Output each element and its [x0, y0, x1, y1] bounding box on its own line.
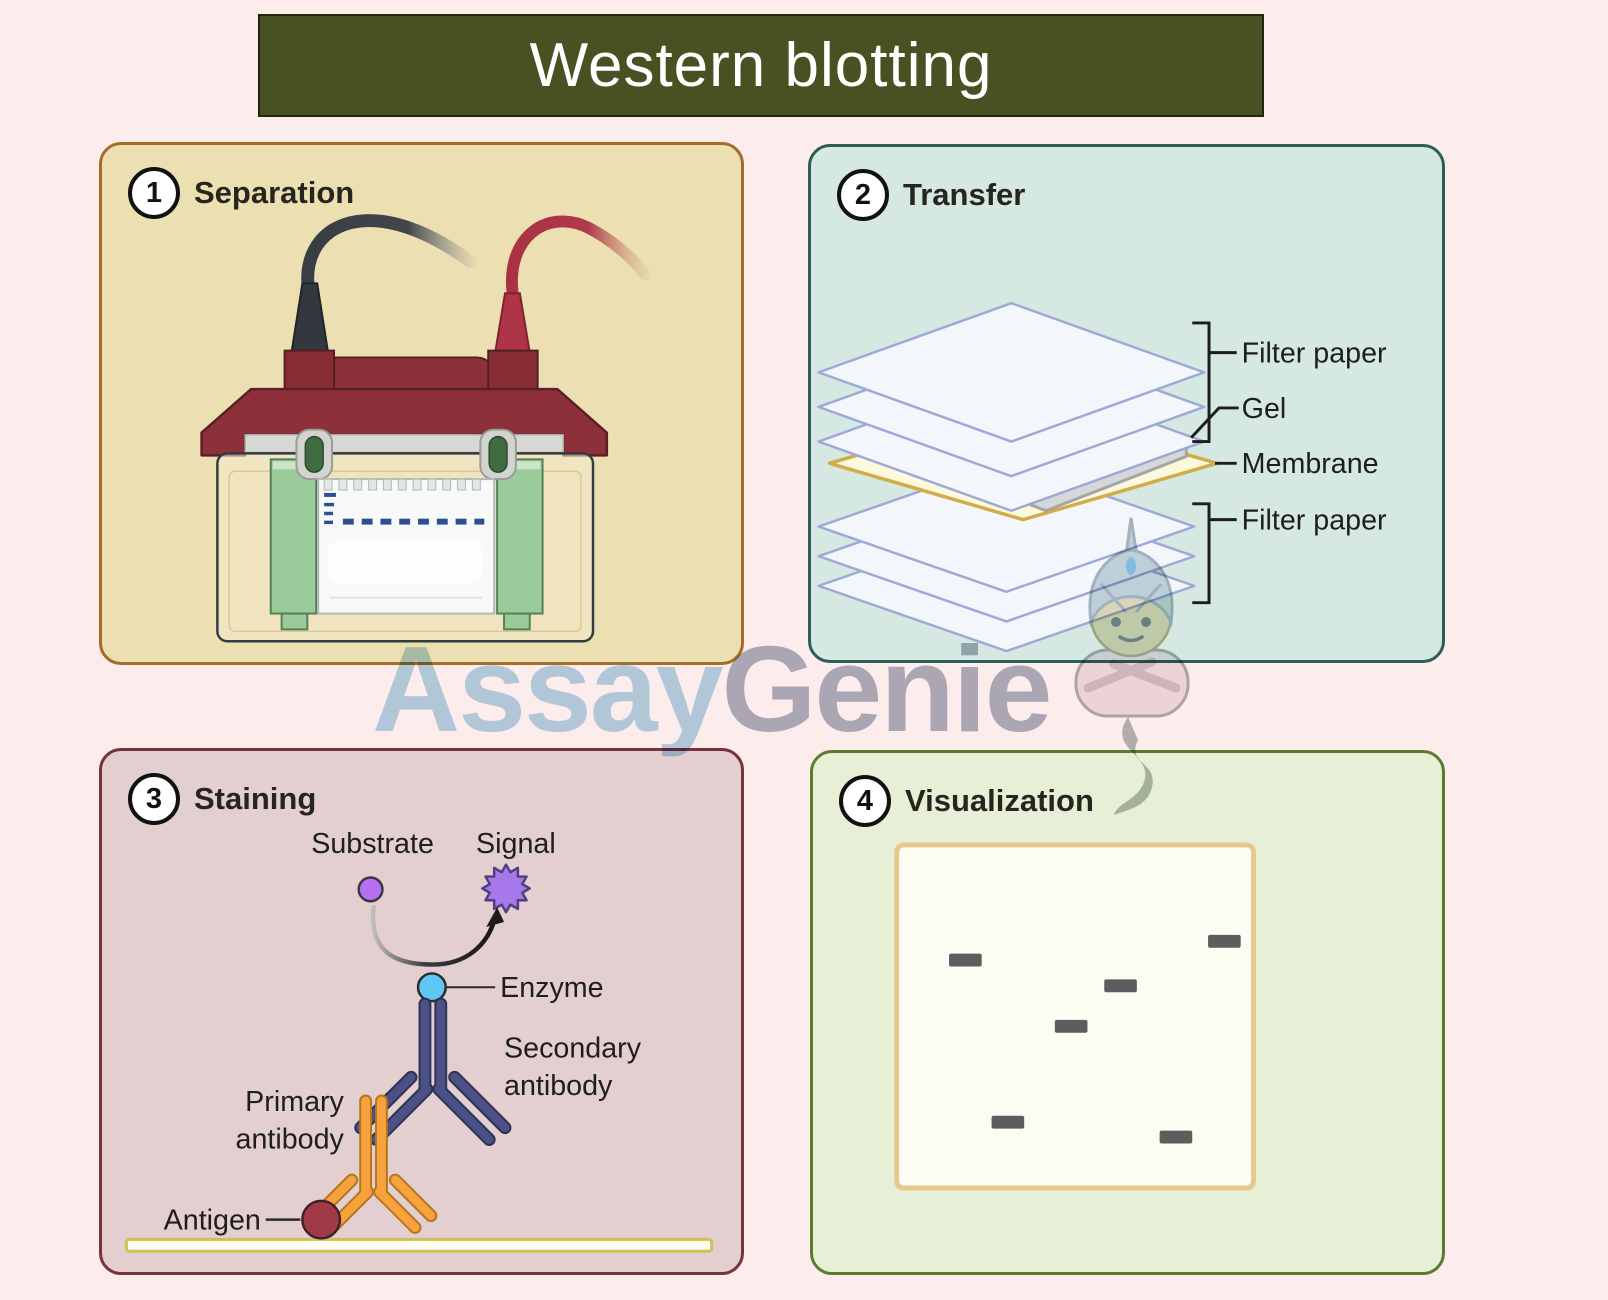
developed-membrane — [894, 842, 1257, 1191]
transfer-stack-illustration: Filter paper Gel Membrane Filter paper — [817, 301, 1387, 653]
label-primary-antibody-line1: Primary — [245, 1086, 344, 1118]
label-signal: Signal — [476, 828, 556, 860]
membrane-strip — [124, 1237, 714, 1253]
positive-electrode-cable — [506, 215, 652, 308]
protein-band — [949, 953, 982, 967]
left-cassette-clip — [295, 428, 334, 481]
label-gel: Gel — [1242, 393, 1287, 425]
panel-staining-header: 3 Staining — [128, 773, 316, 825]
protein-band — [1054, 1019, 1088, 1033]
panel-visualization-header: 4 Visualization — [839, 775, 1094, 827]
label-membrane: Membrane — [1242, 448, 1379, 480]
protein-band — [1159, 1130, 1193, 1144]
panel-separation-title: Separation — [194, 175, 355, 210]
blot-result-illustration — [894, 842, 1257, 1191]
antibody-detection-illustration: Substrate Signal Enzyme — [124, 828, 714, 1253]
panel-visualization: 4 Visualization — [810, 750, 1445, 1275]
step-number-badge: 4 — [839, 775, 891, 827]
gel-cassette — [317, 478, 496, 615]
label-antigen: Antigen — [164, 1204, 261, 1236]
red-plug — [492, 292, 532, 360]
panel-separation-header: 1 Separation — [128, 167, 354, 219]
genie-arm-lines — [1083, 657, 1181, 693]
label-primary-antibody-line2: antibody — [236, 1123, 345, 1155]
label-secondary-antibody-line2: antibody — [504, 1070, 613, 1102]
primary-antibody — [309, 1094, 438, 1234]
label-enzyme: Enzyme — [500, 972, 604, 1004]
step-number-badge: 3 — [128, 773, 180, 825]
protein-bands — [949, 934, 1241, 1144]
enzyme-molecule — [416, 972, 447, 1003]
panel-separation: 1 Separation — [99, 142, 744, 665]
label-substrate: Substrate — [311, 828, 434, 860]
comb-wells — [323, 478, 481, 491]
electrophoresis-tank-illustration — [200, 214, 652, 643]
marker-ladder — [324, 492, 336, 525]
right-cassette-clip — [479, 428, 517, 481]
bracket-filter-paper-bottom — [1192, 502, 1211, 605]
step-number-badge: 1 — [128, 167, 180, 219]
title-banner: Western blotting — [258, 14, 1264, 117]
right-electrode-panel — [496, 458, 544, 631]
filter-paper-stack-top — [817, 301, 1206, 512]
protein-band — [1208, 934, 1241, 948]
annotation-lines — [1190, 321, 1239, 605]
panel-transfer-title: Transfer — [903, 177, 1026, 212]
panel-transfer: 2 Transfer — [808, 144, 1445, 663]
panel-staining-title: Staining — [194, 781, 317, 816]
gel-pointer-line — [1190, 406, 1239, 439]
black-plug — [290, 282, 330, 354]
panel-visualization-title: Visualization — [905, 783, 1094, 818]
protein-band-row — [342, 518, 485, 525]
label-filter-paper-top: Filter paper — [1242, 337, 1387, 369]
protein-band — [1104, 979, 1137, 993]
step-number-badge: 2 — [837, 169, 889, 221]
protein-band — [991, 1115, 1025, 1129]
panel-staining: 3 Staining Substrate Signal Enzyme — [99, 748, 744, 1275]
substrate-molecule — [357, 876, 384, 903]
label-filter-paper-bottom: Filter paper — [1242, 505, 1387, 537]
panel-transfer-header: 2 Transfer — [837, 169, 1025, 221]
bracket-filter-paper-top — [1192, 321, 1211, 444]
label-secondary-antibody-line1: Secondary — [504, 1032, 642, 1064]
negative-electrode-cable — [301, 214, 477, 300]
reaction-arrowhead — [486, 907, 505, 927]
gel-window — [328, 538, 483, 584]
antigen-molecule — [301, 1199, 342, 1240]
left-electrode-panel — [269, 458, 318, 631]
figure-title: Western blotting — [529, 31, 993, 100]
signal-starburst — [481, 863, 531, 914]
reaction-arrow — [370, 904, 498, 967]
